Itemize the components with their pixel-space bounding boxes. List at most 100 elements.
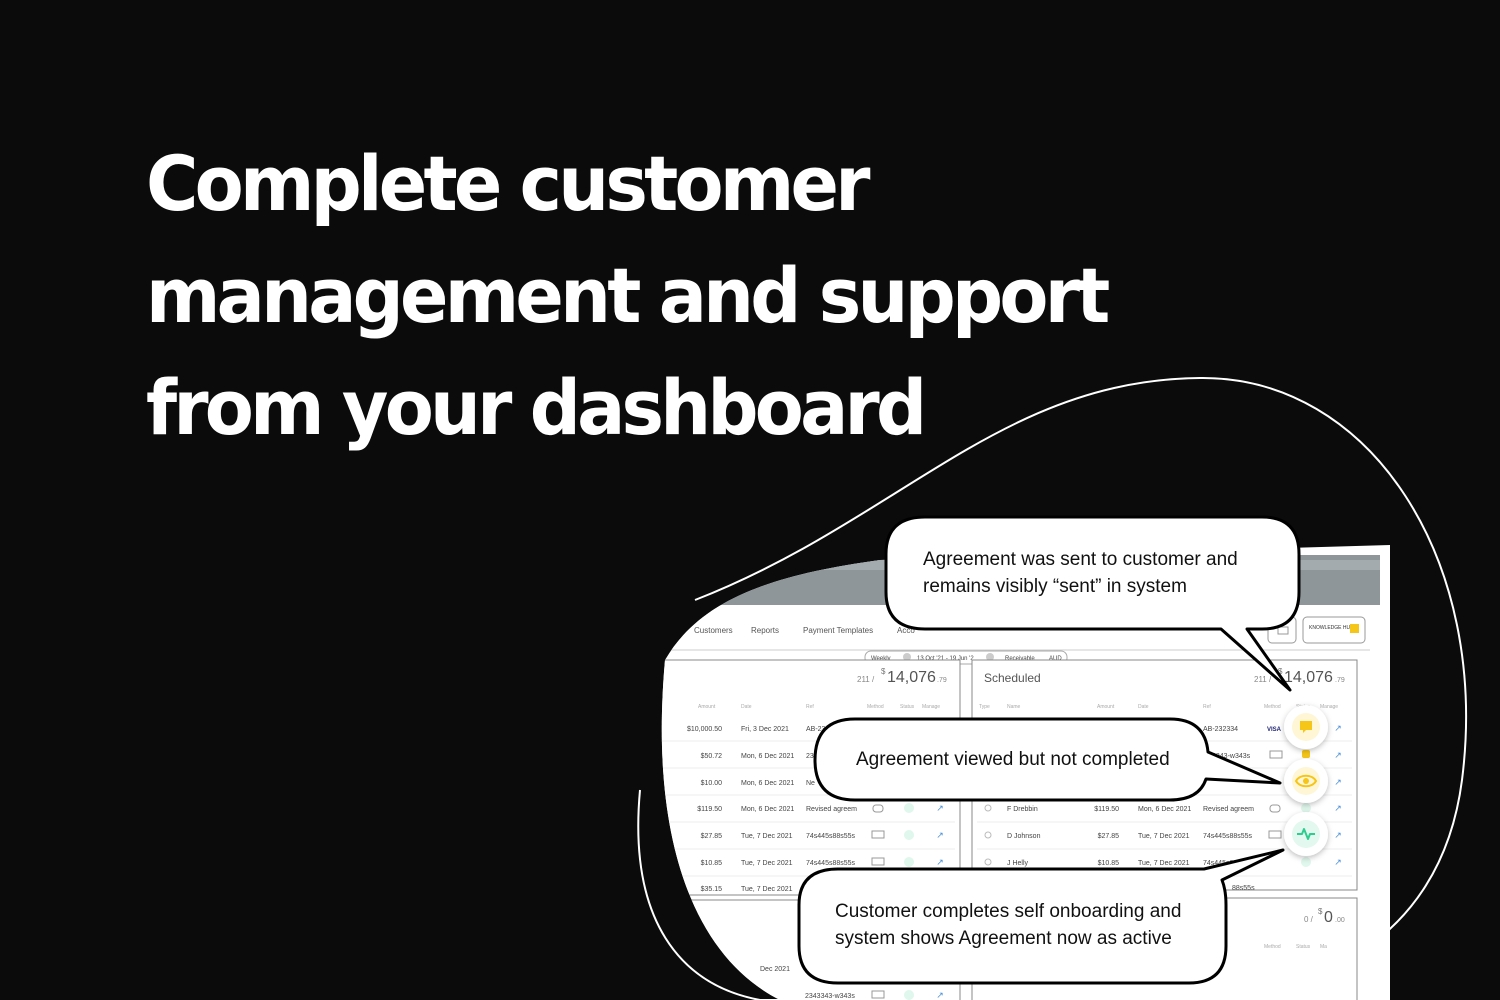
bank-method-icon: [1268, 830, 1282, 839]
table-row[interactable]: $35.15 Tue, 7 Dec 2021: [701, 886, 793, 893]
row-ref: 3343-w343s: [1212, 753, 1251, 760]
eye-icon: [1294, 774, 1318, 788]
status-dots-icon[interactable]: [904, 803, 914, 813]
row-date: Tue, 7 Dec 2021: [741, 886, 793, 893]
bank-method-icon: [871, 857, 885, 866]
left-col-method: Method: [867, 704, 884, 710]
table-row[interactable]: ↗: [1334, 777, 1342, 787]
nav-accounts[interactable]: Acco: [897, 626, 915, 635]
right-total: 14,076: [1284, 669, 1333, 686]
row-amount: $10.85: [1098, 860, 1120, 867]
manage-share-icon[interactable]: ↗: [1334, 750, 1342, 760]
callout-viewed-text: Agreement viewed but not completed: [856, 749, 1170, 770]
type-icon: [984, 804, 992, 812]
table-row[interactable]: D Johnson $27.85 Tue, 7 Dec 2021 74s445s…: [984, 830, 1342, 840]
right-col-name: Name: [1007, 704, 1021, 710]
knowledge-hub-badge: [1350, 624, 1359, 633]
filter-type[interactable]: Receivable: [1005, 656, 1035, 662]
table-row[interactable]: $27.85 Tue, 7 Dec 2021 74s445s88s55s ↗: [701, 830, 944, 840]
manage-share-icon[interactable]: ↗: [1334, 803, 1342, 813]
left-col-amount: Amount: [698, 704, 716, 710]
left-count: 211 /: [857, 675, 875, 684]
toggle-method-icon: [872, 804, 884, 813]
left-currency: $: [881, 667, 886, 676]
left-col-ref: Ref: [806, 704, 814, 710]
right-col-date: Date: [1138, 704, 1149, 710]
nav-reports[interactable]: Reports: [751, 626, 779, 635]
manage-share-icon[interactable]: ↗: [1334, 777, 1342, 787]
status-dots-icon[interactable]: [904, 990, 914, 1000]
callout-active-bubble: [797, 848, 1285, 985]
headline-line-1: Complete customer: [146, 139, 870, 228]
bottom-col-status: Status: [1296, 944, 1311, 950]
headline: Complete customer management and support…: [146, 128, 1110, 464]
row-ref: AB-23: [806, 726, 826, 733]
status-dots-icon[interactable]: [904, 830, 914, 840]
filter-period[interactable]: Weekly: [871, 656, 891, 662]
bottom-col-manage: Ma: [1320, 944, 1327, 950]
manage-share-icon[interactable]: ↗: [936, 857, 944, 867]
bottom-currency: $: [1318, 907, 1323, 916]
row-amount: $27.85: [1098, 833, 1120, 840]
table-row[interactable]: $10.00 Mon, 6 Dec 2021 Ne: [701, 780, 815, 787]
manage-share-icon[interactable]: ↗: [936, 990, 944, 1000]
table-row[interactable]: $10,000.50 Fri, 3 Dec 2021 AB-23: [687, 726, 826, 733]
row-date: Tue, 7 Dec 2021: [1138, 860, 1190, 867]
manage-share-icon[interactable]: ↗: [1334, 830, 1342, 840]
message-icon: [1300, 721, 1312, 733]
nav-payment-templates[interactable]: Payment Templates: [803, 626, 873, 635]
left-col-status: Status: [900, 704, 915, 710]
row-ref: 74s445s88s55s: [1203, 833, 1253, 840]
table-row[interactable]: AB-232334 VISA ↗: [1203, 723, 1342, 733]
row-ref: AB-232334: [1203, 726, 1238, 733]
knowledge-hub-label: KNOWLEDGE HUB: [1309, 625, 1354, 631]
visa-method-icon: VISA: [1267, 727, 1282, 733]
row-date: Mon, 6 Dec 2021: [741, 806, 794, 813]
type-icon: [984, 858, 992, 866]
row-amount: $10.00: [701, 780, 723, 787]
filter-currency[interactable]: AUD: [1049, 656, 1062, 662]
calendar-icon: [903, 653, 911, 661]
filter-range[interactable]: 13 Oct '21 - 19 Jun '2: [917, 656, 974, 662]
callout-sent-bubble: [884, 515, 1301, 692]
manage-share-icon[interactable]: ↗: [936, 830, 944, 840]
status-dots-icon[interactable]: [1301, 857, 1311, 867]
monitor-icon: [1277, 626, 1289, 635]
right-col-method: Method: [1264, 704, 1281, 710]
type-icon: [984, 831, 992, 839]
headline-line-2: management and support: [146, 251, 1110, 340]
nav-customers[interactable]: Customers: [694, 626, 733, 635]
status-dots-icon[interactable]: [904, 857, 914, 867]
row-name: J Helly: [1007, 860, 1029, 867]
callout-sent-text: Agreement was sent to customer and remai…: [923, 549, 1238, 597]
bottom-left-date: Dec 2021: [760, 966, 790, 973]
activity-icon: [1297, 828, 1315, 840]
status-sent-mini-icon: [1302, 750, 1310, 758]
status-dots-icon[interactable]: [1301, 803, 1311, 813]
bottom-col-method: Method: [1264, 944, 1281, 950]
knowledge-hub-button[interactable]: [1302, 616, 1366, 644]
row-ref: 74s445s88s55s: [806, 860, 856, 867]
left-cents: .79: [937, 677, 947, 684]
manage-share-icon[interactable]: ↗: [1334, 723, 1342, 733]
bottom-cents: .00: [1335, 917, 1345, 924]
table-row[interactable]: $10.85 Tue, 7 Dec 2021 74s445s88s55s ↗: [701, 857, 944, 867]
row-name: F Drebbin: [1007, 806, 1038, 813]
row-ref: Revised agreem: [806, 806, 857, 813]
outline-curve: [637, 376, 1467, 1000]
callout-active-text: Customer completes self onboarding and s…: [835, 901, 1182, 949]
headline-line-3: from your dashboard: [146, 363, 927, 452]
left-col-date: Date: [741, 704, 752, 710]
table-row[interactable]: $119.50 Mon, 6 Dec 2021 Revised agreem ↗: [697, 803, 944, 813]
bottom-total: 0: [1324, 909, 1333, 926]
callout-viewed-bubble: [813, 717, 1282, 802]
table-row[interactable]: F Drebbin $119.50 Mon, 6 Dec 2021 Revise…: [984, 803, 1342, 813]
manage-share-icon[interactable]: ↗: [936, 803, 944, 813]
manage-share-icon[interactable]: ↗: [1334, 857, 1342, 867]
row-ref: 74s445s88s55s: [806, 833, 856, 840]
bank-method-icon: [871, 990, 885, 999]
table-row[interactable]: 88s55s: [1232, 885, 1255, 892]
table-row[interactable]: 3343-w343s ↗: [1212, 750, 1342, 760]
bank-method-icon: [1269, 750, 1283, 759]
